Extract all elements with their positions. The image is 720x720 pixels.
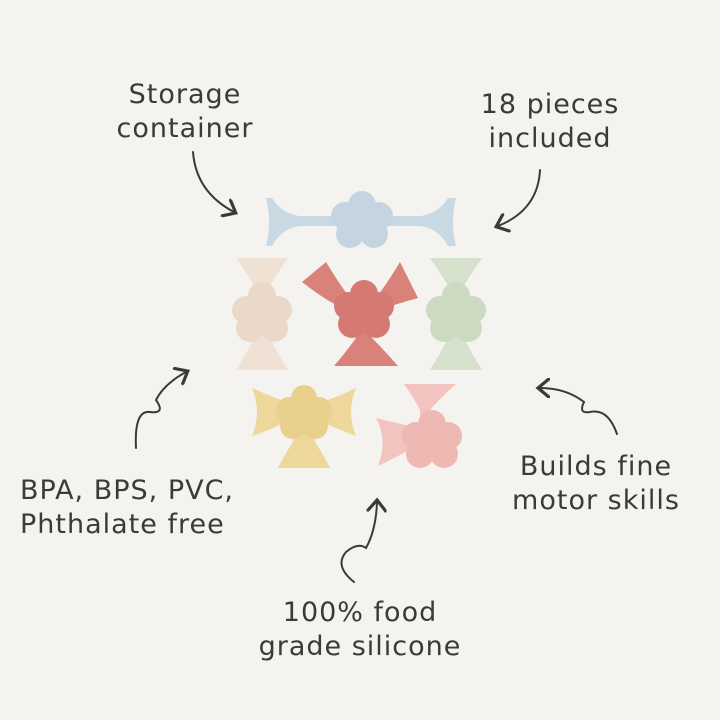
arrow-motor bbox=[540, 388, 618, 435]
caption-line: Phthalate free bbox=[20, 509, 225, 540]
caption-line: container bbox=[116, 113, 254, 144]
caption-line: grade silicone bbox=[258, 631, 462, 662]
arrow-bpa bbox=[134, 372, 186, 449]
yellow-suction-piece bbox=[252, 385, 356, 468]
caption-motor-skills: Builds fine motor skills bbox=[496, 450, 696, 518]
cream-suction-piece bbox=[232, 258, 292, 370]
caption-line: Builds fine bbox=[519, 451, 673, 482]
arrow-storage bbox=[192, 151, 234, 212]
arrow-silicone bbox=[340, 502, 378, 583]
caption-food-grade-silicone: 100% food grade silicone bbox=[240, 596, 480, 664]
caption-pieces-included: 18 pieces included bbox=[460, 88, 640, 156]
pink-suction-piece bbox=[376, 384, 462, 468]
caption-line: Storage bbox=[128, 79, 242, 110]
sage-suction-piece bbox=[426, 258, 486, 370]
coral-suction-piece bbox=[302, 262, 418, 366]
caption-line: 18 pieces bbox=[480, 89, 620, 120]
caption-line: motor skills bbox=[512, 485, 680, 516]
caption-storage-container: Storage container bbox=[95, 78, 275, 146]
caption-bpa-free: BPA, BPS, PVC, Phthalate free bbox=[20, 474, 270, 542]
blue-suction-piece bbox=[266, 191, 456, 248]
arrow-pieces bbox=[498, 169, 541, 226]
caption-line: 100% food bbox=[282, 597, 438, 628]
caption-line: BPA, BPS, PVC, bbox=[20, 475, 235, 506]
caption-line: included bbox=[488, 123, 612, 154]
